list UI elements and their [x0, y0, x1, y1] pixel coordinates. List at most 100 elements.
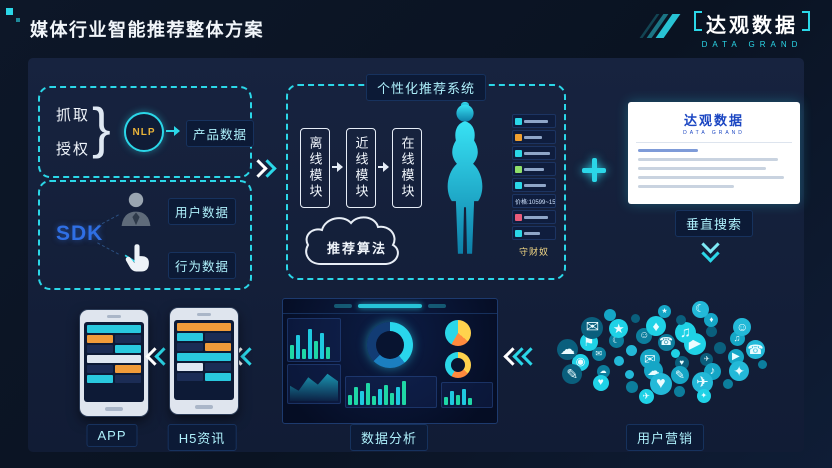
- user-data-tag: 用户数据: [168, 198, 237, 225]
- social-icon: [673, 386, 685, 398]
- logo-stripes-decoration: [639, 14, 681, 38]
- brace-decoration: }: [92, 96, 111, 159]
- social-icon: ☁: [596, 365, 610, 379]
- list-item: [512, 130, 556, 144]
- social-icon: [625, 344, 637, 356]
- text-line: [638, 167, 766, 170]
- social-icon: ✉: [581, 317, 604, 340]
- detail-caption: 守财奴: [518, 247, 549, 257]
- small-bar-chart-thumb: [441, 382, 493, 408]
- social-icon: ✦: [696, 389, 711, 404]
- phone-screen: [84, 322, 144, 402]
- social-icon: ✈: [691, 372, 713, 394]
- social-icon: ✎: [562, 363, 583, 384]
- social-icon: [670, 348, 680, 358]
- content-panel: 抓取 授权 } NLP 产品数据 SDK 用户数据 行为数据 个性化推荐系统 离…: [28, 58, 804, 452]
- phone-speaker: [107, 315, 121, 318]
- bar-chart-thumb: [287, 318, 341, 362]
- product-data-box: 抓取 授权 } NLP 产品数据: [38, 86, 255, 178]
- corner-square-decoration: [6, 8, 13, 15]
- user-marketing-label: 用户营销: [625, 424, 705, 451]
- social-icon: [631, 313, 641, 323]
- social-icon: ★: [609, 319, 629, 339]
- corner-square-decoration-small: [16, 18, 20, 22]
- site-logo-subtitle: DATA GRAND: [683, 130, 745, 136]
- social-icon: ♥: [592, 375, 609, 392]
- marketing-cloud-canvas: ✉☎♥▶☁☺✈♫✎☾♦♪✉♥★▶☁✈⚑♫✦◉♦✉☎♥★☁☺✈✎☾✦: [544, 294, 784, 412]
- social-icon: [675, 315, 686, 326]
- offline-module: 离线模块: [300, 128, 330, 208]
- social-icon: [604, 309, 617, 322]
- brand-logo: 达观数据 DATA GRAND: [694, 9, 810, 49]
- list-item: [512, 178, 556, 192]
- list-item: [512, 162, 556, 176]
- social-icon: ✈: [638, 388, 654, 404]
- donut-chart-small-thumb: [445, 352, 471, 378]
- touch-gesture-icon: [124, 244, 149, 272]
- text-line: [638, 185, 734, 188]
- brand-logo-subtitle: DATA GRAND: [701, 40, 803, 49]
- arrow-right-icon: [378, 162, 389, 172]
- page-title: 媒体行业智能推荐整体方案: [30, 20, 264, 40]
- dashboard-header: [283, 299, 497, 314]
- connector-line: [97, 214, 119, 227]
- dashboard-body: [283, 314, 497, 423]
- flow-arrow-left: [145, 347, 173, 366]
- product-data-tag: 产品数据: [186, 120, 255, 147]
- phone-screen: [174, 320, 234, 400]
- algorithm-cloud: 推荐算法: [300, 212, 414, 272]
- bottom-bar-chart-thumb: [345, 376, 437, 408]
- phone-h5-mockup: [170, 308, 238, 414]
- online-module: 在线模块: [392, 128, 422, 208]
- nlp-icon: NLP: [124, 112, 164, 152]
- social-icon: ☎: [745, 340, 765, 360]
- phone-speaker: [197, 313, 211, 316]
- social-icon: ☺: [733, 317, 752, 336]
- social-icon: ☁: [556, 338, 578, 360]
- search-site-mockup: 达观数据 DATA GRAND: [628, 102, 800, 204]
- list-item: [512, 146, 556, 160]
- vertical-search-label: 垂直搜索: [674, 210, 754, 237]
- arrow-right-icon: [332, 162, 343, 172]
- flow-arrow-right: [249, 159, 277, 178]
- social-icon: ♦: [646, 315, 667, 336]
- phone-home-button: [105, 407, 123, 411]
- brand-logo-name: 达观数据: [694, 9, 810, 38]
- text-line: [638, 176, 784, 179]
- social-icon: ✉: [591, 347, 606, 362]
- social-icon: ✦: [729, 360, 750, 381]
- social-icon: ☾: [691, 301, 709, 319]
- flow-arrow-down: [701, 235, 720, 263]
- user-avatar-icon: [121, 192, 151, 226]
- social-icon: [706, 326, 718, 338]
- social-icon: [757, 360, 767, 370]
- sdk-box: SDK 用户数据 行为数据: [38, 180, 252, 290]
- social-icon: [714, 341, 727, 354]
- recommend-system-title: 个性化推荐系统: [365, 74, 487, 101]
- social-icon: ☎: [657, 333, 675, 351]
- nlp-icon-label: NLP: [132, 126, 156, 138]
- social-icon: [626, 380, 639, 393]
- plus-icon: [582, 158, 606, 182]
- nearline-module: 近线模块: [346, 128, 376, 208]
- social-icon: ✎: [670, 366, 689, 385]
- social-icon: ♥: [649, 372, 672, 395]
- social-icon: [625, 370, 635, 380]
- data-analysis-label: 数据分析: [349, 424, 429, 451]
- list-item: [512, 226, 556, 240]
- authorize-label: 授权: [56, 141, 91, 158]
- area-chart-thumb: [287, 364, 341, 404]
- social-icon: ♫: [674, 322, 696, 344]
- divider: [636, 142, 792, 143]
- algorithm-label: 推荐算法: [326, 241, 387, 256]
- recommend-system-box: 个性化推荐系统 离线模块 近线模块 在线模块 推荐算法: [286, 74, 566, 280]
- app-label: APP: [86, 424, 138, 447]
- text-line: [638, 158, 778, 161]
- social-icon: ♦: [704, 313, 719, 328]
- app-detail-panel: 价格:10599~15028 守财奴: [512, 114, 556, 258]
- flow-arrow-left: [503, 347, 540, 366]
- cloud-outline-icon: [305, 216, 399, 265]
- site-logo-text: 达观数据: [683, 113, 744, 128]
- connector-line: [97, 242, 119, 255]
